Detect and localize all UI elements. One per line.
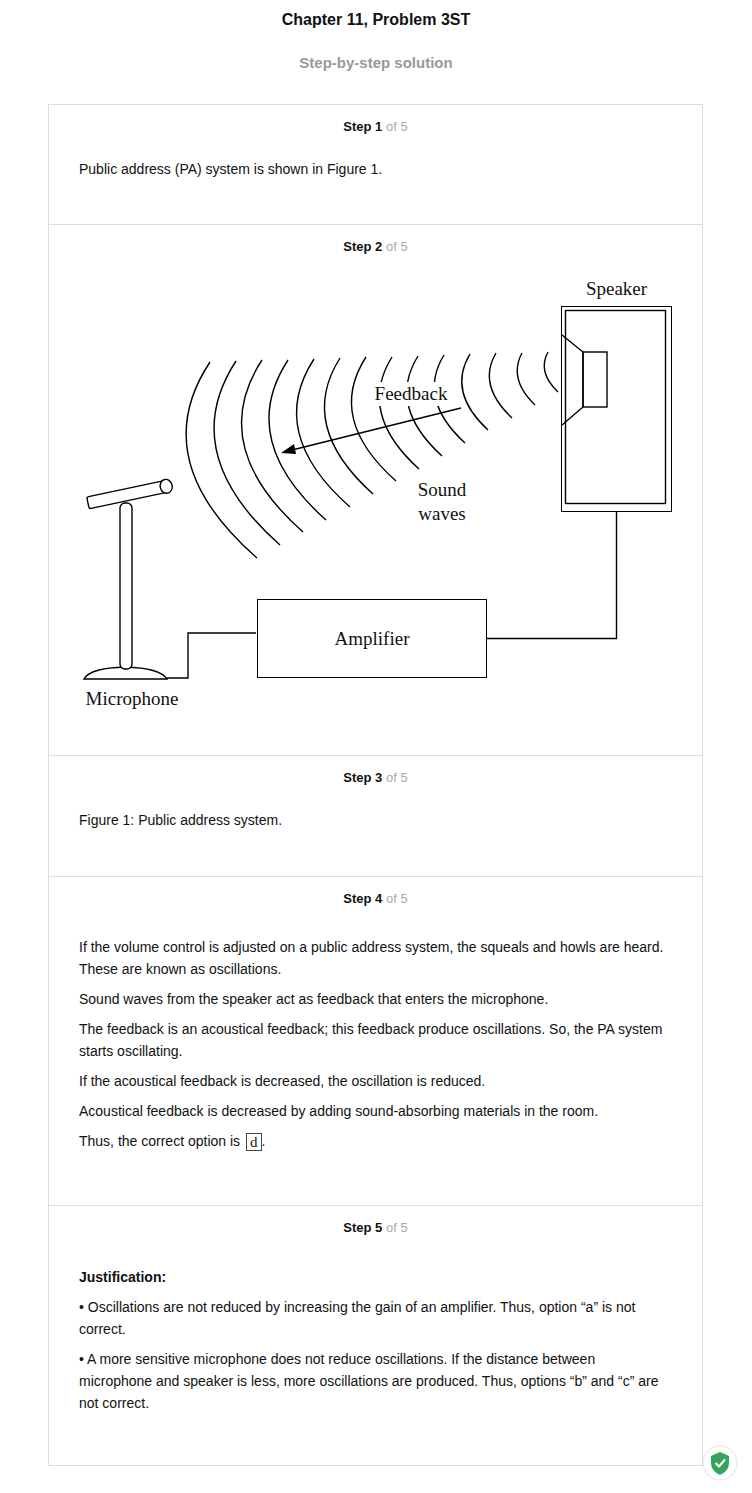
- answer-slot: d: [240, 1133, 262, 1149]
- microphone-wire: [167, 633, 256, 678]
- step-body: Justification: • Oscillations are not red…: [79, 1266, 672, 1422]
- step-number: Step 5: [343, 1220, 382, 1235]
- step-card: Step 4 of 5 If the volume control is adju…: [48, 876, 703, 1206]
- body-paragraph: • A more sensitive microphone does not r…: [79, 1348, 672, 1414]
- step-heading: Step 5 of 5: [49, 1220, 702, 1236]
- step-card: Step 2 of 5 SpeakerAmplifier: [48, 224, 703, 756]
- shield-icon: [703, 1446, 737, 1480]
- step-card: Step 5 of 5 Justification: • Oscillations …: [48, 1205, 703, 1466]
- answer-text: .: [262, 1133, 266, 1149]
- step-count: of 5: [386, 891, 408, 906]
- answer-box: d: [246, 1133, 262, 1151]
- speaker-cone: [562, 311, 666, 504]
- box-label: Amplifier: [335, 628, 410, 650]
- page-title: Chapter 11, Problem 3ST: [282, 11, 471, 29]
- body-paragraph: Justification:: [79, 1266, 672, 1288]
- step-heading: Step 4 of 5: [49, 891, 702, 907]
- body-paragraph: • Oscillations are not reduced by increa…: [79, 1296, 672, 1340]
- body-paragraph: If the volume control is adjusted on a p…: [79, 936, 672, 980]
- body-paragraph: If the acoustical feedback is decreased,…: [79, 1070, 672, 1092]
- body-paragraph: Figure 1: Public address system.: [79, 809, 672, 831]
- body-paragraph: Acoustical feedback is decreased by addi…: [79, 1100, 672, 1122]
- figure-label: Sound waves: [405, 478, 479, 526]
- step-heading: Step 1 of 5: [49, 119, 702, 135]
- step-card: Step 1 of 5 Public address (PA) system is…: [48, 104, 703, 225]
- figure-label: Step-by-step solution: [299, 54, 452, 71]
- amplifier-box: Amplifier: [257, 599, 487, 678]
- step-body: Public address (PA) system is shown in F…: [79, 158, 672, 188]
- speaker-wire: [487, 512, 617, 639]
- feedback-arrow: [281, 408, 461, 454]
- step-count: of 5: [386, 1220, 408, 1235]
- step-number: Step 2: [343, 239, 382, 254]
- step-number: Step 4: [343, 891, 382, 906]
- step-number: Step 3: [343, 770, 382, 785]
- sound-waves: [186, 352, 558, 558]
- box-label: Speaker: [586, 278, 647, 300]
- step-count: of 5: [386, 239, 408, 254]
- step-card: Step 3 of 5 Figure 1: Public address syst…: [48, 755, 703, 877]
- body-paragraph: The feedback is an acoustical feedback; …: [79, 1018, 672, 1062]
- step-count: of 5: [386, 770, 408, 785]
- figure-label: Microphone: [86, 688, 179, 710]
- step-body: If the volume control is adjusted on a p…: [79, 936, 672, 1160]
- body-paragraph: Public address (PA) system is shown in F…: [79, 158, 672, 180]
- step-count: of 5: [386, 119, 408, 134]
- step-heading: Step 2 of 5: [49, 239, 702, 255]
- step-body: Figure 1: Public address system.: [79, 809, 672, 839]
- figure-label: Feedback: [373, 382, 450, 406]
- step-heading: Step 3 of 5: [49, 770, 702, 786]
- microphone-symbol: [84, 478, 174, 679]
- answer-text: Thus, the correct option is: [79, 1133, 240, 1149]
- body-paragraph: Sound waves from the speaker act as feed…: [79, 988, 672, 1010]
- speaker-box: Speaker: [561, 306, 672, 512]
- answer-line: Thus, the correct option is d.: [79, 1130, 672, 1152]
- answer-letter: d: [250, 1134, 258, 1150]
- step-number: Step 1: [343, 119, 382, 134]
